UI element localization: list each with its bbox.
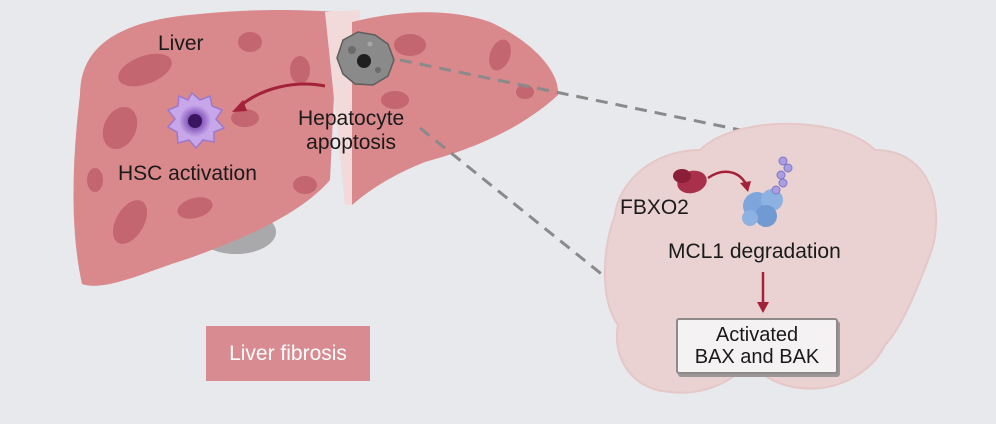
arrow-apoptosis-to-hsc	[239, 82, 326, 108]
label-mcl1-degradation: MCL1 degradation	[668, 240, 841, 263]
activated-bax-bak-box: Activated BAX and BAK	[676, 318, 838, 374]
label-activated: Activated	[715, 324, 799, 346]
label-hepatocyte-line1: Hepatocyte	[298, 107, 405, 130]
apoptotic-hepatocyte-icon	[336, 31, 395, 86]
label-fbxo2: FBXO2	[620, 196, 689, 219]
zoom-line-bottom	[419, 126, 641, 307]
label-liver-fibrosis: Liver fibrosis	[229, 341, 347, 365]
arrowhead-hsc	[232, 100, 247, 112]
arrowhead-mcl1	[740, 181, 751, 192]
arrowhead-bax	[757, 302, 769, 313]
ubiquitin-chain-icon	[771, 156, 793, 195]
label-hepatocyte-line2: apoptosis	[306, 131, 397, 155]
fbxo2-protein-icon	[673, 169, 707, 194]
label-bax-bak: BAX and BAK	[694, 346, 820, 368]
label-hsc-activation: HSC activation	[118, 162, 257, 185]
label-hepatocyte-apoptosis: Hepatocyte apoptosis	[298, 107, 404, 155]
mcl1-protein-icon	[742, 189, 783, 227]
label-liver: Liver	[158, 32, 204, 55]
hsc-cell-icon	[166, 91, 226, 150]
liver-fibrosis-box: Liver fibrosis	[206, 326, 370, 381]
arrow-fbxo2-to-mcl1	[707, 170, 748, 185]
liver-lesions	[87, 32, 534, 244]
